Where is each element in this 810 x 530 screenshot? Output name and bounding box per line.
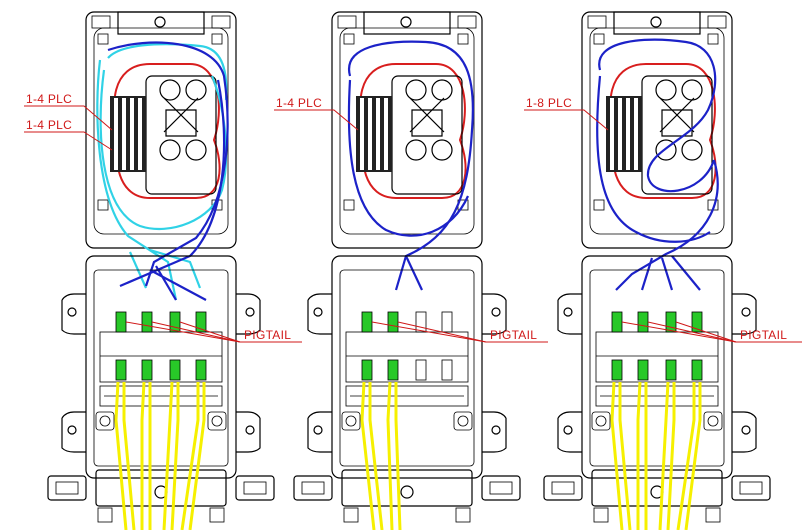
panel-1-cyan-fibers [96, 43, 228, 301]
panel-3-plc-label-1: 1-8 PLC [526, 96, 572, 110]
panel-2-upper-tray [331, 11, 483, 249]
panel-1-yellow-pigtails [114, 381, 206, 530]
panel-3-yellow-pigtails [610, 381, 702, 530]
panel-1-connectors [115, 311, 207, 381]
panel-1-pigtail-label: PIGTAIL [244, 328, 291, 342]
panel-3-pigtail-label: PIGTAIL [740, 328, 787, 342]
panel-3-connectors [611, 311, 703, 381]
panel-2-plc-label-1: 1-4 PLC [276, 96, 322, 110]
panel-2-pigtail-label: PIGTAIL [490, 328, 537, 342]
panel-1-leaders [24, 105, 302, 343]
panel-1-splice-holder [145, 75, 217, 195]
panel-1-upper-tray [85, 11, 237, 249]
panel-2-lower-base [293, 255, 521, 523]
panel-3-lower-base [543, 255, 771, 523]
panel-2-blue-fibers [347, 40, 474, 291]
panel-1-plc-stack [110, 96, 146, 172]
panel-1-plc-label-1: 1-4 PLC [26, 92, 72, 106]
panel-2-yellow-pigtails [360, 381, 402, 530]
panel-3-splice-holder [641, 75, 713, 195]
panel-3: 1-8 PLC PIGTAIL [524, 11, 802, 530]
panel-3-blue-fibers [596, 38, 719, 291]
panel-2-empty-ports [415, 311, 453, 381]
panel-2-plc-stack [356, 96, 392, 172]
panel-3-upper-tray [581, 11, 733, 249]
panel-2-splice-holder [391, 75, 463, 195]
panel-2-leaders [274, 109, 548, 343]
panel-1: 1-4 PLC 1-4 PLC PIGTAIL [24, 11, 302, 530]
panel-3-leaders [524, 109, 802, 343]
panel-1-lower-base [47, 255, 275, 523]
panel-1-blue-fibers [107, 41, 229, 301]
panel-2-connectors [361, 311, 399, 381]
panel-1-plc-label-2: 1-4 PLC [26, 118, 72, 132]
panel-2: 1-4 PLC PIGTAIL [274, 11, 548, 530]
panel-3-plc-stack [606, 96, 642, 172]
